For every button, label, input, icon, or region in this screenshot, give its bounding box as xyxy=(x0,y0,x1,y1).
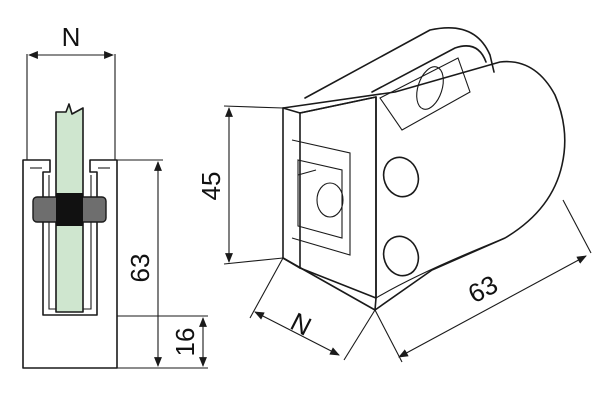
top-left-corner xyxy=(282,107,301,114)
depth-extension-left xyxy=(249,257,284,319)
glass-slot xyxy=(379,57,471,131)
front-recess-inner xyxy=(297,159,343,239)
h45-extension-bottom xyxy=(223,257,284,265)
length-63-label: 63 xyxy=(463,269,503,309)
h16-label: 16 xyxy=(170,328,200,357)
length-extension-right xyxy=(562,199,592,254)
rubber-insert xyxy=(56,193,83,226)
depth-n-label: N xyxy=(286,306,316,341)
h45-extension-top xyxy=(223,105,284,109)
recess-detail xyxy=(297,169,317,176)
h63-label: 63 xyxy=(125,254,155,283)
back-plate-top-edge xyxy=(304,26,495,99)
front-face xyxy=(299,96,377,299)
depth-dimension-line xyxy=(254,311,340,356)
depth-extension-right xyxy=(343,309,376,361)
back-plate-inner-edge xyxy=(371,45,487,93)
length-extension-left xyxy=(374,309,403,363)
side-section-view: N 63 16 xyxy=(22,22,208,369)
h45-label: 45 xyxy=(196,172,226,201)
side-hole-top xyxy=(382,156,420,198)
n-width-label: N xyxy=(62,22,81,52)
main-body-outline xyxy=(282,60,566,311)
front-face-right-edge xyxy=(374,96,377,311)
length-dimension-line xyxy=(398,255,587,358)
top-screw-hole xyxy=(416,66,444,110)
front-recess-outer xyxy=(291,139,351,256)
front-screw-hole xyxy=(316,182,344,218)
side-hole-bottom xyxy=(382,235,420,277)
isometric-view: 45 N 63 xyxy=(196,26,592,363)
bottom-edge xyxy=(282,257,376,311)
